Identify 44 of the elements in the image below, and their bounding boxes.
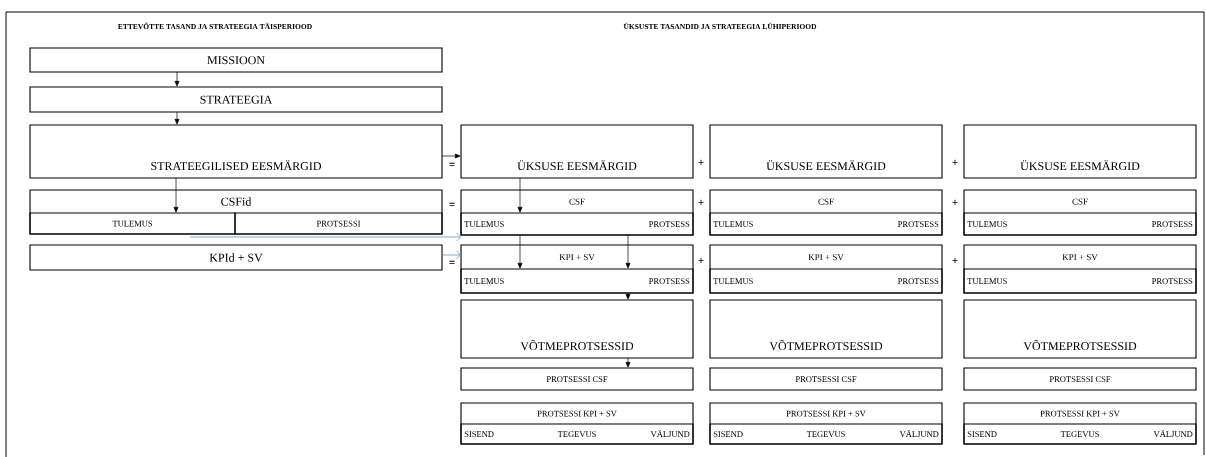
- text-box: ÜKSUSE EESMÄRGID: [460, 124, 694, 179]
- arrow: [517, 177, 523, 213]
- table-row: TULEMUS PROTSESS: [709, 268, 943, 294]
- operator-sign: +: [698, 199, 704, 205]
- arrow: [174, 111, 180, 125]
- text-box: MISSIOON: [29, 47, 443, 73]
- arrow: [173, 177, 179, 213]
- operator-sign: =: [449, 260, 455, 264]
- text-box: STRATEEGIA: [29, 86, 443, 113]
- text-box: STRATEEGILISED EESMÄRGID: [29, 124, 443, 179]
- arrow: [517, 234, 523, 269]
- text-box: VÕTMEPROTSESSID: [709, 299, 943, 359]
- arrow: [441, 153, 461, 159]
- arrow: [625, 292, 631, 300]
- table-row: TULEMUS PROTSESS: [963, 268, 1197, 294]
- table-row: SISEND TEGEVUS VÄLJUND: [963, 423, 1197, 445]
- text-box: ÜKSUSE EESMÄRGID: [709, 124, 943, 179]
- arrow: [174, 71, 180, 87]
- operator-sign: +: [952, 199, 958, 205]
- arrow: [441, 250, 461, 260]
- table-row: TULEMUS PROTSESS: [460, 268, 694, 294]
- arrow: [625, 357, 631, 368]
- text-box: PROTSESSI CSF: [963, 367, 1197, 391]
- table-cell: TULEMUS: [29, 212, 236, 235]
- operator-sign: =: [449, 202, 455, 206]
- text-box: ÜKSUSE EESMÄRGID: [963, 124, 1197, 179]
- text-box: PROTSESSI CSF: [709, 367, 943, 391]
- text-box: KPId + SV: [29, 244, 443, 271]
- text-box: VÕTMEPROTSESSID: [460, 299, 694, 359]
- table-row: TULEMUS PROTSESS: [709, 212, 943, 236]
- table-cell: PROTSESSI: [234, 212, 443, 235]
- table-row: SISEND TEGEVUS VÄLJUND: [709, 423, 943, 445]
- text-box: PROTSESSI CSF: [460, 367, 694, 391]
- operator-sign: =: [449, 162, 455, 166]
- arrow: [625, 234, 631, 269]
- operator-sign: +: [952, 257, 958, 263]
- table-row: TULEMUS PROTSESS: [460, 212, 694, 236]
- arrow: [189, 232, 461, 242]
- table-row: SISEND TEGEVUS VÄLJUND: [460, 423, 694, 445]
- table-row: TULEMUS PROTSESS: [963, 212, 1197, 236]
- operator-sign: +: [698, 257, 704, 263]
- text-box: VÕTMEPROTSESSID: [963, 299, 1197, 359]
- operator-sign: +: [952, 159, 958, 165]
- operator-sign: +: [698, 159, 704, 165]
